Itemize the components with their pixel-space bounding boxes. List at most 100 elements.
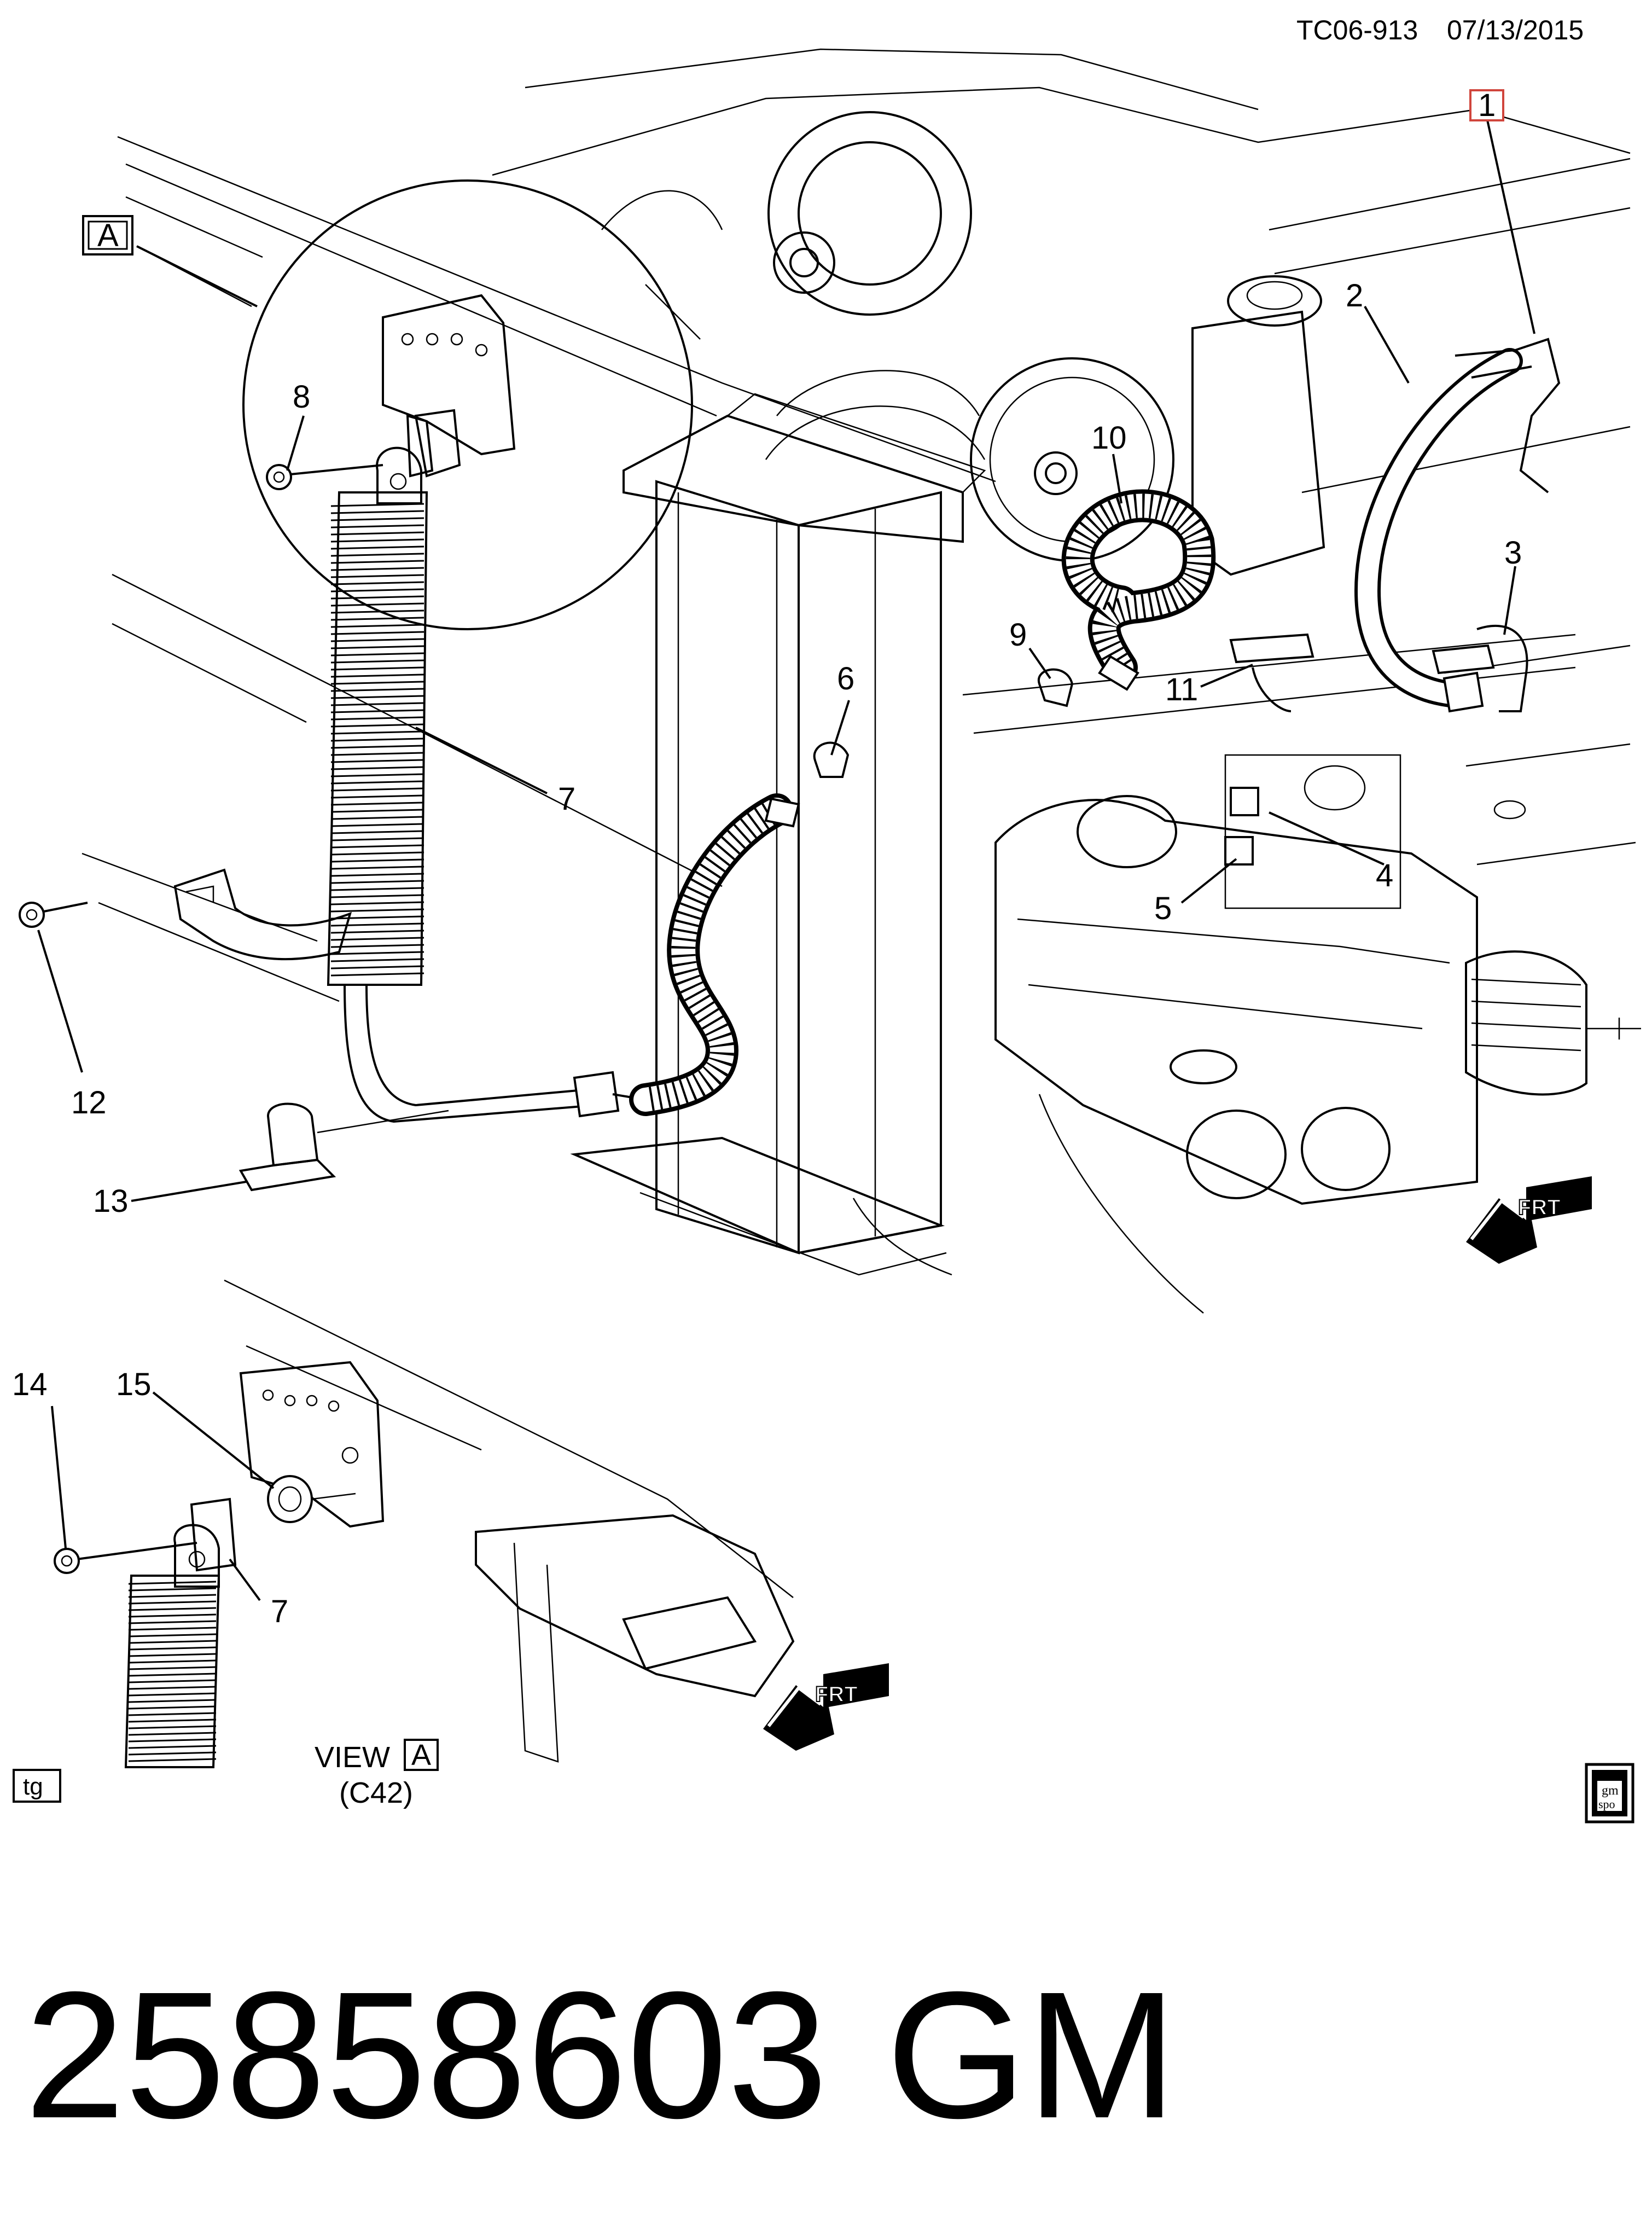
cooler-fin bbox=[330, 844, 424, 849]
cooler-fin bbox=[330, 673, 424, 678]
cooler-fin bbox=[330, 951, 424, 955]
cooler-fin bbox=[330, 723, 424, 728]
cooler-fin bbox=[330, 965, 424, 969]
cooler-fin bbox=[330, 745, 424, 749]
callout-1: 1 bbox=[1469, 88, 1504, 123]
cooler-fin bbox=[128, 1587, 217, 1592]
pressure-line bbox=[1354, 338, 1561, 713]
cooler-fin bbox=[128, 1646, 217, 1651]
tg-badge-label: tg bbox=[23, 1773, 43, 1800]
cooler-fin bbox=[330, 716, 424, 721]
cooler-fin bbox=[128, 1679, 217, 1683]
detail-view-a-inset bbox=[136, 179, 693, 630]
cooler-fin bbox=[330, 851, 424, 856]
cooler-fin bbox=[128, 1718, 217, 1723]
cooler-fin bbox=[128, 1607, 217, 1611]
cooler-fin bbox=[330, 730, 424, 735]
view-a-marker-letter: A bbox=[97, 218, 119, 253]
cooler-assembly bbox=[173, 409, 646, 1123]
cooler-fin bbox=[330, 780, 424, 785]
cooler-fin bbox=[330, 958, 424, 962]
tg-badge: tg bbox=[13, 1769, 61, 1803]
leader-lines bbox=[37, 117, 1535, 1601]
cooler-fin bbox=[330, 695, 424, 699]
hardware bbox=[19, 464, 1528, 1192]
front-arrow-label: FRT bbox=[1518, 1195, 1561, 1220]
callout-9: 9 bbox=[1009, 617, 1027, 653]
cooler-fin bbox=[330, 866, 424, 870]
cooler-fin bbox=[330, 908, 424, 913]
cooler-fin bbox=[330, 602, 424, 607]
cooler-fin bbox=[128, 1594, 217, 1598]
cooler-fin bbox=[330, 688, 424, 692]
cooler-fin bbox=[330, 638, 424, 642]
cooler-fin bbox=[128, 1712, 217, 1716]
cooler-fin bbox=[330, 830, 424, 834]
cooler-fin bbox=[330, 553, 424, 557]
callout-12: 12 bbox=[71, 1085, 107, 1120]
callout-2: 2 bbox=[1346, 278, 1363, 313]
view-label: VIEW A (C42) bbox=[315, 1739, 439, 1809]
cooler-fin bbox=[330, 702, 424, 706]
view-a-illustration bbox=[54, 1279, 795, 1768]
callout-7-view: 7 bbox=[271, 1594, 288, 1629]
callout-15: 15 bbox=[116, 1367, 152, 1402]
diagram-code: TC06-913 bbox=[1296, 15, 1418, 45]
cooler-fin bbox=[128, 1666, 217, 1670]
cooler-fin bbox=[330, 659, 424, 664]
callout-4: 4 bbox=[1376, 858, 1393, 893]
cooler-fin bbox=[330, 837, 424, 841]
cooler-fin bbox=[330, 930, 424, 934]
part-number: 25858603 bbox=[25, 1954, 828, 2156]
cooler-fin bbox=[330, 517, 424, 521]
callout-6: 6 bbox=[837, 661, 854, 696]
cooler-fin bbox=[330, 823, 424, 827]
gm-spo-logo-top: gm bbox=[1602, 1784, 1619, 1798]
front-arrow-icon-view: FRT bbox=[763, 1663, 889, 1751]
cooler-fin bbox=[330, 887, 424, 891]
cooler-fin bbox=[330, 794, 424, 799]
cooler-fin bbox=[128, 1758, 217, 1762]
callout-13: 13 bbox=[93, 1183, 129, 1219]
cooler-fin bbox=[330, 752, 424, 756]
cooler-fin bbox=[330, 545, 424, 550]
cooler-fin bbox=[128, 1725, 217, 1729]
cooler-fin bbox=[128, 1699, 217, 1703]
cooler-fin bbox=[128, 1745, 217, 1749]
cooler-fin bbox=[330, 873, 424, 877]
cooler-fin bbox=[330, 880, 424, 884]
gm-spo-logo-bottom: spo bbox=[1598, 1797, 1615, 1811]
callout-1-label: 1 bbox=[1478, 88, 1496, 123]
cooler-fin bbox=[330, 538, 424, 543]
gm-spo-logo: gm spo bbox=[1585, 1763, 1634, 1824]
cooler-fin bbox=[330, 531, 424, 536]
cooler-fin bbox=[330, 681, 424, 685]
cooler-fin bbox=[128, 1686, 217, 1690]
cooler-fin bbox=[330, 666, 424, 671]
cooler-fin bbox=[330, 894, 424, 898]
cooler-fin bbox=[330, 937, 424, 941]
cooler-fin bbox=[128, 1640, 217, 1644]
cooler-fin bbox=[128, 1705, 217, 1710]
front-arrow-view-label: FRT bbox=[815, 1682, 858, 1706]
cooler-fin bbox=[128, 1653, 217, 1657]
cooler-fin bbox=[128, 1581, 217, 1585]
cooler-fin bbox=[330, 858, 424, 863]
front-arrow-icon: FRT bbox=[1466, 1176, 1592, 1264]
cooler-fin bbox=[128, 1600, 217, 1605]
callout-8: 8 bbox=[293, 379, 310, 415]
callout-5: 5 bbox=[1154, 891, 1172, 926]
cooler-fin bbox=[330, 595, 424, 600]
cooler-fin bbox=[330, 617, 424, 621]
cooler-fin bbox=[330, 809, 424, 813]
view-label-prefix: VIEW bbox=[315, 1741, 390, 1774]
cooler-fin bbox=[128, 1673, 217, 1677]
cooler-fin bbox=[330, 510, 424, 514]
diagram-date: 07/13/2015 bbox=[1447, 15, 1584, 45]
part-brand: GM bbox=[886, 1954, 1177, 2156]
view-label-option: (C42) bbox=[339, 1776, 413, 1809]
cooler-fin bbox=[330, 631, 424, 635]
view-cooler-fins bbox=[128, 1581, 217, 1762]
cooler-fin bbox=[330, 709, 424, 713]
callout-11: 11 bbox=[1165, 672, 1198, 707]
